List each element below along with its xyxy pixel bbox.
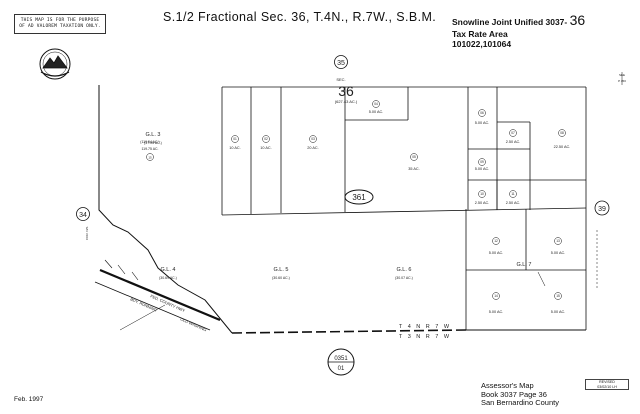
assessor-book-page: Book 3037 Page 36 bbox=[481, 389, 547, 399]
road-text-3: OLD WASHING bbox=[180, 316, 208, 332]
parcel-number-11: 11 bbox=[511, 192, 515, 196]
township-line-1: T 4 N R 7 W bbox=[399, 324, 451, 330]
assessor-map-title: Assessor's Map bbox=[481, 381, 534, 390]
disclaimer-box: THIS MAP IS FOR THE PURPOSE OF AD VALORE… bbox=[14, 14, 106, 34]
parcel-acres-10: 2.50 AC. bbox=[475, 201, 490, 205]
parcel-number-01: 01 bbox=[233, 137, 237, 141]
assessor-block: Assessor's Map Book 3037 Page 36 San Ber… bbox=[481, 381, 559, 408]
disclaimer-line-1: THIS MAP IS FOR THE PURPOSE bbox=[20, 18, 100, 24]
parcel-acres-01: 10 AC. bbox=[229, 146, 240, 150]
tax-rate-label: Tax Rate Area bbox=[452, 28, 508, 39]
section-prefix: SEC. bbox=[336, 77, 345, 82]
parcel-number-08: 08 bbox=[560, 131, 564, 135]
parcel-acres-02: 10 AC. bbox=[260, 146, 271, 150]
parcel-number-13: 13 bbox=[556, 239, 560, 243]
parcel-number-10: 10 bbox=[480, 192, 484, 196]
parcel-acres-08: 22.50 AC. bbox=[554, 145, 571, 149]
parcel-number-04: 04 bbox=[374, 102, 378, 106]
section-number: 36 bbox=[338, 83, 354, 99]
lot-acres-4: (30.69 AC.) bbox=[159, 276, 177, 280]
revised-box: REVISED 03/02/10 LH bbox=[585, 379, 629, 390]
parcel-acres-11: 2.50 AC. bbox=[506, 201, 521, 205]
disclaimer-line-2: OF AD VALOREM TAXATION ONLY. bbox=[19, 24, 101, 29]
lot-label-6: G.L. 6 bbox=[397, 267, 412, 273]
section-34-label: 34 bbox=[79, 212, 87, 219]
lot-label-7: G.L. 7 bbox=[517, 262, 532, 268]
parcel-acres-09: 5.00 AC. bbox=[475, 167, 490, 171]
book-circle-top: 0351 bbox=[334, 356, 348, 362]
parcel-acres-03: 20 AC. bbox=[307, 146, 318, 150]
assessor-county: San Bernardino County bbox=[481, 398, 559, 408]
parcel-number-14: 14 bbox=[494, 294, 498, 298]
parcel-number-06: 06 bbox=[480, 111, 484, 115]
parcel-acres-07: 2.50 AC. bbox=[506, 140, 521, 144]
map-title: S.1/2 Fractional Sec. 36, T.4N., R.7W., … bbox=[163, 10, 437, 24]
parcel-acres-05: 35 AC. bbox=[408, 167, 419, 171]
lot-label-4: G.L. 4 bbox=[161, 267, 176, 273]
edge-note-bottom: P 450 bbox=[618, 79, 626, 83]
road-number: 361 bbox=[352, 193, 366, 202]
section-35-label: 35 bbox=[337, 60, 345, 67]
parcel-acres-12: 5.00 AC. bbox=[489, 251, 504, 255]
county-seal-icon bbox=[39, 48, 71, 80]
parcel-acres-14: 5.00 AC. bbox=[489, 310, 504, 314]
district-name: Snowline Joint Unified 3037- bbox=[452, 17, 568, 27]
lot-acres-6: (30.07 AC.) bbox=[395, 276, 413, 280]
parcel-number-12: 12 bbox=[494, 239, 498, 243]
lot-label-5: G.L. 5 bbox=[274, 267, 289, 273]
map-date: Feb. 1997 bbox=[14, 396, 44, 403]
section-34-circle bbox=[76, 207, 90, 221]
revised-date: 03/02/10 LH bbox=[597, 384, 617, 389]
parcel-number-02: 02 bbox=[264, 137, 268, 141]
gl3-parcel: 15 bbox=[148, 156, 152, 160]
parcel-acres-06: 5.00 AC. bbox=[475, 121, 490, 125]
revised-label: REVISED bbox=[599, 380, 615, 384]
lot-acres-3: (37.05 AC.) bbox=[144, 141, 162, 145]
district-page: 36 bbox=[569, 12, 586, 28]
section-39-label: 39 bbox=[598, 206, 606, 213]
parcel-number-07: 07 bbox=[511, 131, 515, 135]
lot-acres-5: (30.60 AC.) bbox=[272, 276, 290, 280]
district-block: Snowline Joint Unified 3037- 36 Tax Rate… bbox=[452, 12, 585, 49]
section-39-circle bbox=[594, 200, 610, 216]
book-circle-bottom: 01 bbox=[338, 366, 345, 372]
left-edge-note: COR. N/S bbox=[85, 227, 89, 240]
gl3-sub-acres: 119.75 AC. bbox=[141, 147, 158, 151]
gl3-sub-acres-2: (119.54 AC.) bbox=[140, 140, 159, 144]
parcel-acres-13: 5.00 AC. bbox=[551, 251, 566, 255]
parcel-acres-15: 5.00 AC. bbox=[551, 310, 566, 314]
parcel-number-15: 15 bbox=[556, 294, 560, 298]
lot-label-3: G.L. 3 bbox=[146, 132, 161, 138]
parcel-acres-04: 5.00 AC. bbox=[369, 110, 384, 114]
edge-note-top: SEE bbox=[619, 73, 625, 77]
parcel-number-05: 05 bbox=[412, 155, 416, 159]
tax-rate-codes: 101022,101064 bbox=[452, 38, 512, 49]
section-35-circle bbox=[334, 55, 348, 69]
parcel-number-03: 03 bbox=[311, 137, 315, 141]
parcel-number-09: 09 bbox=[480, 160, 484, 164]
section-acres: (627.43 AC.) bbox=[335, 99, 358, 104]
township-line-2: T 3 N R 7 W bbox=[399, 334, 451, 340]
